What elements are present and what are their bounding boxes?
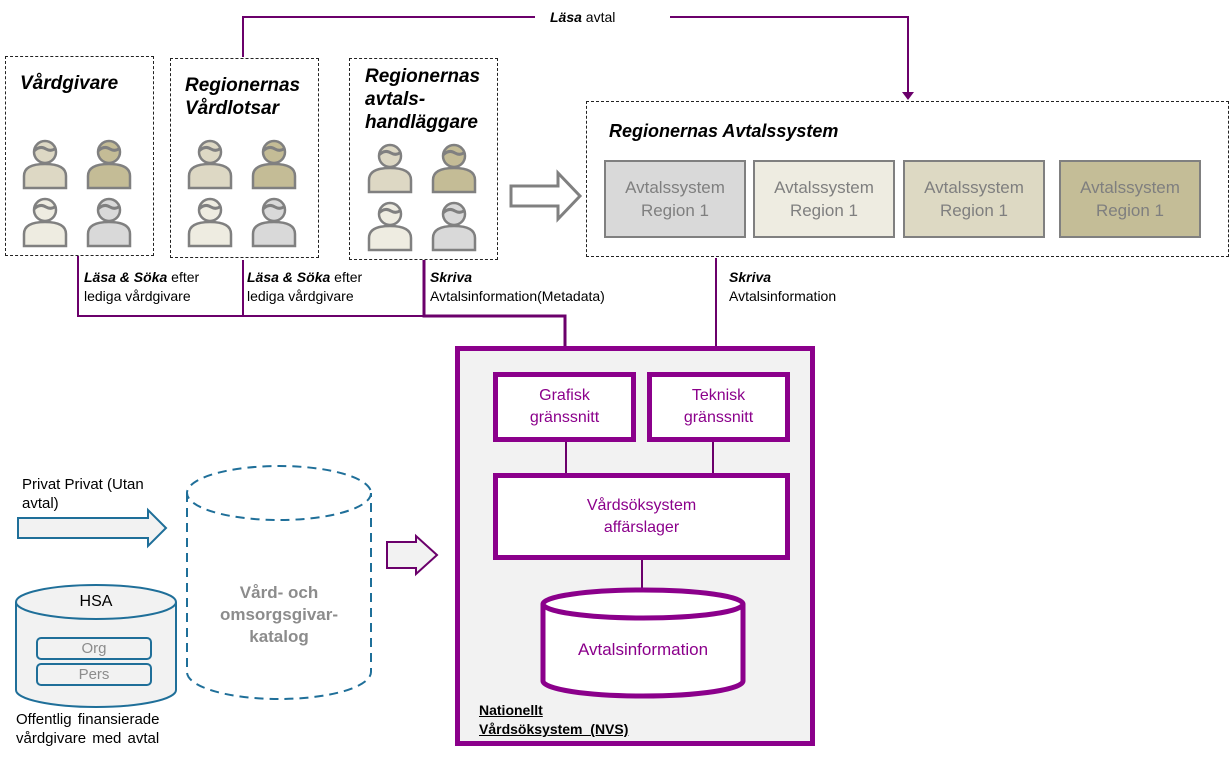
affarslager-box: Vårdsöksystem affärslager bbox=[493, 473, 790, 560]
teknisk-granssnitt-box: Teknisk gränssnitt bbox=[647, 372, 790, 442]
system-region: Region 1 bbox=[789, 201, 859, 220]
hsa-pers: Pers bbox=[78, 666, 110, 683]
title-line: Regionernas bbox=[185, 75, 301, 96]
edge-label-handlaggare: Skriva Avtalsinformation(Metadata) bbox=[430, 268, 605, 306]
avtalsinformation-cylinder bbox=[540, 587, 746, 699]
box-line: Teknisk bbox=[691, 387, 746, 404]
edge-line2: lediga vårdgivare bbox=[84, 288, 191, 304]
read-contract-connector bbox=[242, 16, 535, 57]
group-avtalshandlaggare bbox=[349, 58, 498, 260]
read-contract-connector-right bbox=[670, 16, 909, 92]
handlaggare-connector bbox=[422, 260, 567, 364]
edge-rest: efter bbox=[167, 269, 200, 285]
system-region: Region 1 bbox=[939, 201, 1009, 220]
box-line: Vårdsöksystem bbox=[586, 496, 697, 514]
caption-line: Vårdsöksystem (NVS) bbox=[479, 721, 629, 737]
privat-arrow bbox=[17, 507, 168, 549]
title-line: handläggare bbox=[365, 112, 478, 133]
person-icons-vardlotsar bbox=[185, 138, 297, 248]
katalog-line: katalog bbox=[249, 627, 309, 646]
read-contract-arrowhead bbox=[902, 92, 914, 100]
person-icon bbox=[187, 197, 233, 248]
group-title-vardgivare: Vårdgivare bbox=[20, 72, 118, 95]
katalog-cylinder bbox=[186, 465, 372, 700]
hollow-arrow-gray bbox=[509, 169, 583, 223]
title-line: Vårdgivare bbox=[20, 73, 119, 94]
avtalsinformation-label: Avtalsinformation bbox=[577, 640, 709, 659]
edge-bold: Skriva bbox=[729, 269, 772, 285]
caption-line: vårdgivare med avtal bbox=[16, 730, 160, 747]
read-contract-rest: avtal bbox=[581, 9, 616, 25]
vardlotsar-connector bbox=[242, 260, 424, 317]
box-line: gränssnitt bbox=[529, 409, 600, 426]
hsa-cylinder bbox=[15, 584, 177, 708]
label-line: Privat Privat (Utan bbox=[22, 476, 144, 493]
person-icon bbox=[367, 201, 413, 252]
person-icon bbox=[251, 197, 297, 248]
grafisk-granssnitt-box: Grafisk gränssnitt bbox=[493, 372, 636, 442]
hsa-caption: Offentlig finansierade vårdgivare med av… bbox=[16, 710, 159, 748]
caption-line: Nationellt bbox=[479, 702, 543, 718]
group-vardgivare bbox=[5, 56, 154, 256]
hsa-org: Org bbox=[81, 640, 107, 657]
edge-line2: Avtalsinformation(Metadata) bbox=[430, 288, 605, 304]
system-region: Region 1 bbox=[1095, 201, 1165, 220]
group-title-vardlotsar: Regionernas Vårdlotsar bbox=[185, 74, 300, 120]
person-icon bbox=[86, 197, 132, 248]
group-title-avtalshandlaggare: Regionernas avtals- handläggare bbox=[365, 65, 480, 134]
nvs-caption: Nationellt Vårdsöksystem (NVS) bbox=[479, 701, 628, 739]
katalog-line: Vård- och bbox=[239, 583, 319, 602]
system-name: Avtalssystem bbox=[774, 178, 874, 197]
system-name: Avtalssystem bbox=[924, 178, 1024, 197]
person-icon bbox=[187, 139, 233, 190]
person-icon bbox=[22, 197, 68, 248]
system-name: Avtalssystem bbox=[625, 178, 725, 197]
person-icons-handlaggare bbox=[365, 142, 477, 252]
person-icon bbox=[251, 139, 297, 190]
avtalssystem-title: Regionernas Avtalssystem bbox=[609, 121, 839, 141]
edge-label-vardgivare: Läsa & Söka efter lediga vårdgivare bbox=[84, 268, 199, 306]
label-line: avtal) bbox=[22, 495, 59, 512]
edge-bold: Läsa & Söka bbox=[84, 269, 168, 285]
box-line: affärslager bbox=[603, 518, 680, 536]
vardgivare-connector bbox=[77, 255, 243, 317]
title-line: Vårdlotsar bbox=[185, 98, 279, 119]
system-region: Region 1 bbox=[640, 201, 710, 220]
person-icon bbox=[431, 201, 477, 252]
katalog-line: omsorgsgivar- bbox=[219, 605, 339, 624]
katalog-to-nvs-arrow bbox=[386, 533, 439, 577]
edge-label-vardlotsar: Läsa & Söka efter lediga vårdgivare bbox=[247, 268, 362, 306]
read-contract-label: Läsa avtal bbox=[550, 8, 615, 27]
edge-bold: Läsa & Söka bbox=[247, 269, 331, 285]
edge-bold: Skriva bbox=[430, 269, 473, 285]
edge-line2: lediga vårdgivare bbox=[247, 288, 354, 304]
caption-line: Offentlig finansierade bbox=[16, 711, 160, 728]
box-line: gränssnitt bbox=[683, 409, 754, 426]
privat-label: Privat Privat (Utan avtal) bbox=[22, 475, 144, 513]
hsa-title: HSA bbox=[79, 593, 113, 610]
read-contract-bold: Läsa bbox=[550, 9, 582, 25]
katalog-label: Vård- och omsorgsgivar- katalog bbox=[187, 582, 371, 648]
box-line: Grafisk bbox=[539, 387, 590, 404]
edge-rest: efter bbox=[330, 269, 363, 285]
person-icon bbox=[367, 143, 413, 194]
person-icon bbox=[86, 139, 132, 190]
system-name: Avtalssystem bbox=[1080, 178, 1180, 197]
person-icons-vardgivare bbox=[20, 138, 132, 248]
edge-label-avtalssystem: Skriva Avtalsinformation bbox=[729, 268, 836, 306]
title-line: avtals- bbox=[365, 89, 426, 110]
person-icon bbox=[22, 139, 68, 190]
title-line: Regionernas bbox=[365, 66, 481, 87]
edge-line2: Avtalsinformation bbox=[729, 288, 837, 304]
person-icon bbox=[431, 143, 477, 194]
